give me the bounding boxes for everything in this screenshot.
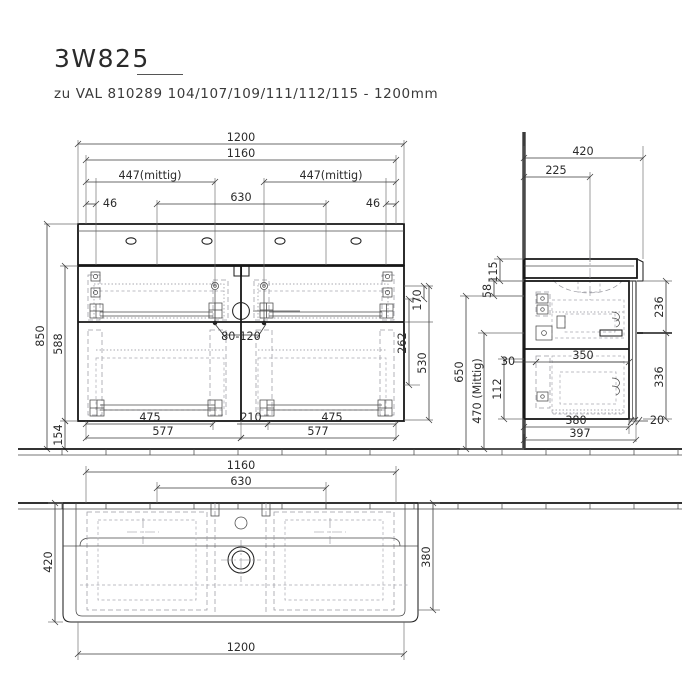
- dim-plan-overall-width: 1200: [227, 641, 255, 654]
- front-bottom-dimensions: 475 210 475 577 577: [82, 411, 400, 442]
- wall-line-plan: [18, 502, 682, 510]
- drawer-runner: [259, 302, 274, 319]
- dim-base-offset: 112: [491, 378, 504, 399]
- dim-basin-height: 115: [487, 261, 500, 282]
- plan-view: 1160 630 420 380 1200: [18, 459, 682, 660]
- title-underline: [137, 74, 183, 75]
- drawer-runner: [379, 271, 394, 319]
- dim-waste-height: 470 (Mittig): [471, 358, 484, 423]
- dim-bracket-offset: 58: [481, 284, 494, 298]
- dim-module-left: 577: [152, 425, 173, 438]
- tap-hole: [125, 237, 137, 245]
- tap-hole: [201, 237, 213, 245]
- waste-connection-detail: 80-120: [211, 282, 300, 343]
- plan-basin-outline: [62, 503, 419, 623]
- front-cabinet-body: [77, 265, 405, 422]
- dim-drawer-left: 475: [139, 411, 160, 424]
- dim-front-thickness: 20: [650, 414, 664, 427]
- title-block: 3W825 zu VAL 810289 104/107/109/111/112/…: [54, 44, 438, 102]
- side-cabinet-body: [523, 280, 637, 420]
- dim-lower-drawer-height: 262: [396, 332, 409, 353]
- dim-total-height: 850: [34, 325, 47, 346]
- dim-tap-offset: 225: [545, 164, 566, 177]
- drawer-runner: [207, 399, 223, 417]
- front-right-dimensions: 170 262 530: [396, 282, 433, 424]
- dim-center-gap: 210: [240, 411, 261, 424]
- dim-cabinet-height: 588: [52, 333, 65, 354]
- dim-center-left: 447(mittig): [118, 169, 181, 182]
- dim-basin-depth: 420: [572, 145, 593, 158]
- dim-plan-center-span: 630: [230, 475, 251, 488]
- dim-outlet-height: 650: [453, 361, 466, 382]
- drawer-runner: [259, 399, 275, 417]
- drawer-runner: [89, 271, 104, 319]
- dim-cabinet-depth: 380: [565, 414, 586, 427]
- dim-middle-span: 630: [230, 191, 251, 204]
- dim-top-drawer-height: 170: [411, 289, 424, 310]
- dim-lower-drawer-depth: 336: [653, 366, 666, 387]
- plan-dimensions: 1160 630 420 380 1200: [42, 459, 440, 660]
- dim-plan-basin-depth: 420: [42, 551, 55, 572]
- floor-line-elevation: [18, 448, 682, 456]
- dim-inset-left: 46: [103, 197, 117, 210]
- front-right-module-internals: [253, 271, 395, 417]
- dim-overall-width: 1200: [227, 131, 255, 144]
- front-left-module-internals: [87, 271, 229, 417]
- dim-front-inset: 30: [501, 355, 515, 368]
- dim-center-right: 447(mittig): [299, 169, 362, 182]
- dim-plan-cabinet-depth: 380: [420, 546, 433, 567]
- front-left-dimensions: 850 588 154: [34, 220, 78, 453]
- tap-hole: [274, 237, 286, 245]
- side-lower-drawer: [535, 355, 625, 415]
- tap-hole: [350, 237, 362, 245]
- side-basin: [523, 250, 644, 300]
- dim-module-right: 577: [307, 425, 328, 438]
- dim-cabinet-width: 1160: [227, 147, 255, 160]
- front-top-dimensions: 1200 1160 447(mittig) 447(mittig) 46 46 …: [74, 131, 408, 286]
- dim-drawer-right: 475: [321, 411, 342, 424]
- drain-inner: [231, 550, 251, 570]
- drawer-runner: [377, 399, 393, 417]
- dim-siphon-range: 80-120: [221, 330, 261, 343]
- dim-plinth-height: 154: [52, 424, 65, 445]
- dim-drawer-stack-height: 530: [416, 352, 429, 373]
- page-subtitle: zu VAL 810289 104/107/109/111/112/115 - …: [54, 86, 439, 102]
- front-elevation-view: 80-120 1200 1160: [34, 131, 433, 453]
- dim-drawer-inner-depth: 350: [572, 349, 593, 362]
- dim-overall-depth: 397: [569, 427, 590, 440]
- drawer-runner: [89, 399, 105, 417]
- overflow-hole: [234, 516, 248, 530]
- dim-plan-cabinet-width: 1160: [227, 459, 255, 472]
- dim-upper-drawer-depth: 236: [653, 296, 666, 317]
- plan-bowls: [63, 503, 418, 615]
- page-title: 3W825: [54, 44, 150, 73]
- side-elevation-view: 420 225 115 58 236: [453, 132, 672, 453]
- side-dimensions: 420 225 115 58 236: [453, 145, 672, 453]
- dim-inset-right: 46: [366, 197, 380, 210]
- side-upper-drawer: [535, 291, 625, 339]
